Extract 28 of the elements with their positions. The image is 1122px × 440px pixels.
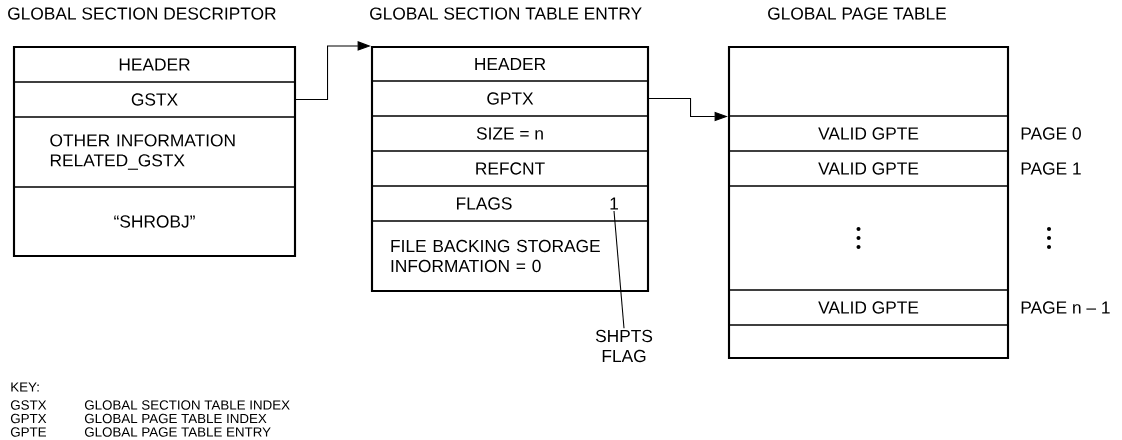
key-definition: GLOBAL PAGE TABLE INDEX <box>84 413 267 424</box>
key-term: GSTX <box>10 400 47 410</box>
table-row: VALID GPTE <box>728 115 1009 152</box>
table-row: FLAGS 1 <box>371 185 649 222</box>
callout-text: SHPTS FLAG <box>595 329 653 363</box>
table-row: GSTX <box>13 81 296 118</box>
row-caption: PAGE 0 <box>1021 127 1081 140</box>
node-label: HEADER <box>119 58 190 71</box>
row-caption: PAGE 1 <box>1021 162 1081 175</box>
table-row: REFCNT <box>371 150 649 187</box>
leader-line <box>613 210 625 329</box>
node-label: HEADER <box>475 58 546 70</box>
table-row: SIZE = n <box>371 115 649 152</box>
node-label: GLOBAL SECTION DESCRIPTOR <box>8 7 276 20</box>
table-row: VALID GPTE <box>728 150 1009 187</box>
table-row: FILE BACKING STORAGE INFORMATION = 0 <box>371 220 649 292</box>
table-row: “SHROBJ” <box>13 186 296 257</box>
key-term: GPTX <box>10 413 47 424</box>
key-term: GPTE <box>10 427 46 437</box>
key-definition: GLOBAL PAGE TABLE ENTRY <box>84 427 271 437</box>
node-label: GLOBAL SECTION TABLE ENTRY <box>370 7 642 20</box>
node-label: GLOBAL PAGE TABLE <box>768 7 946 20</box>
table-row: GPTX <box>371 80 649 117</box>
table-row: OTHER INFORMATION RELATED_GSTX <box>13 116 296 188</box>
key-heading: KEY: <box>11 382 39 392</box>
table-row: VALID GPTE <box>728 289 1009 326</box>
row-caption: PAGE n – 1 <box>1021 301 1110 314</box>
key-definition: GLOBAL SECTION TABLE INDEX <box>84 400 290 410</box>
